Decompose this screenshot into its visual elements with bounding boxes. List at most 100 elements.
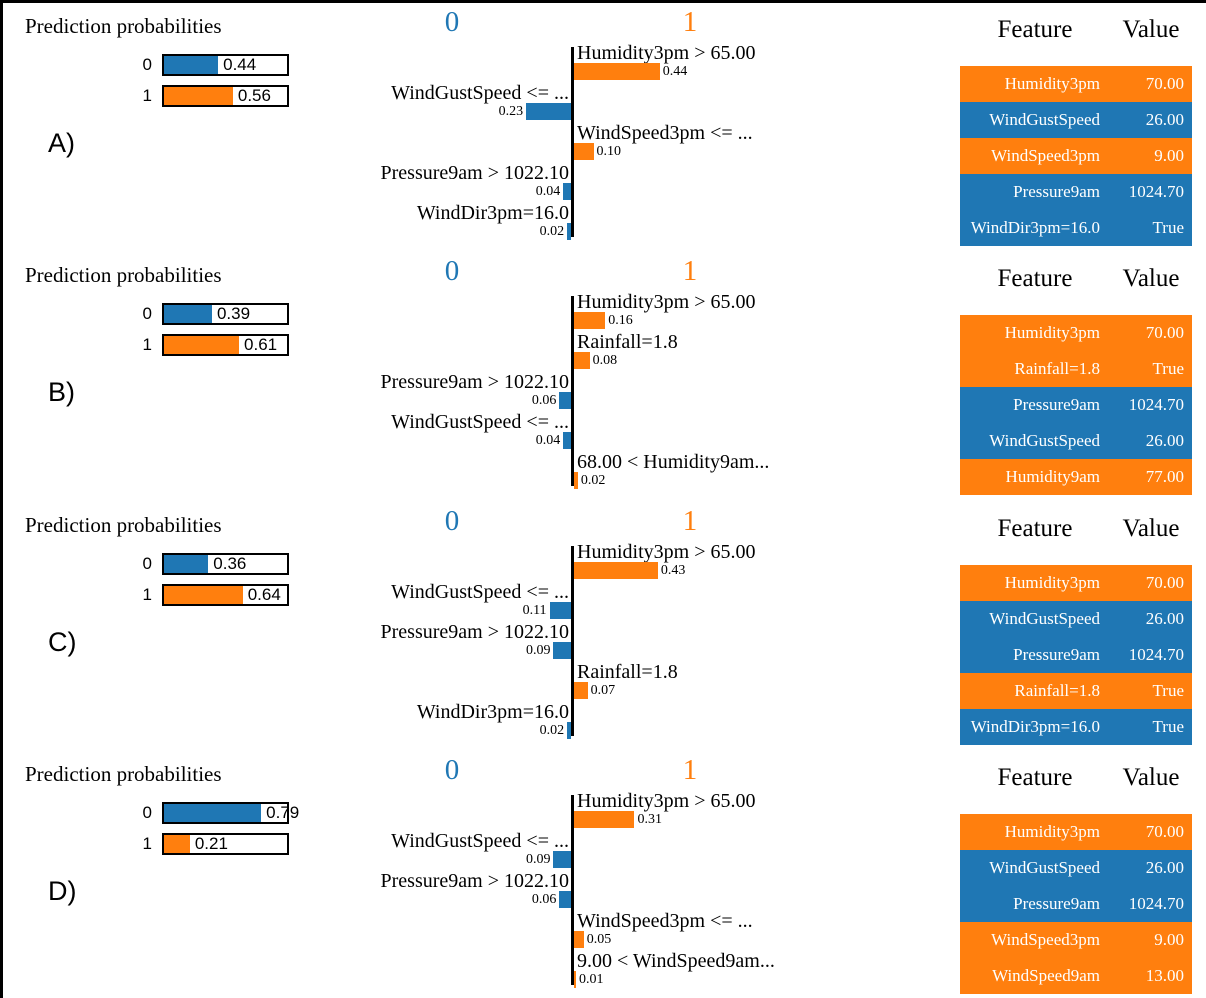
feature-rule-label: Pressure9am > 1022.10	[380, 162, 569, 184]
feature-rule-label: Humidity3pm > 65.00	[577, 541, 756, 563]
chart-row: WindGustSpeed <= ... 0.11	[390, 581, 810, 621]
class1-probability-bar: 0.21	[162, 833, 289, 855]
table-row: WindSpeed9am 13.00	[960, 958, 1192, 994]
class0-label: 0	[142, 304, 152, 323]
class0-label: 0	[142, 803, 152, 822]
feature-rule-label: WindGustSpeed <= ...	[391, 82, 569, 104]
class1-probability-value: 0.64	[247, 585, 281, 604]
feature-value-table: Humidity3pm 70.00 Rainfall=1.8 True Pres…	[960, 315, 1192, 495]
table-feature-value: True	[1152, 218, 1185, 237]
contribution-bar	[574, 143, 594, 160]
panel-letter: A)	[48, 128, 75, 158]
contribution-bar-group: 0.16	[574, 312, 636, 329]
contribution-bar	[549, 602, 571, 619]
chart-rows: Humidity3pm > 65.00 0.31 WindGustSpeed <…	[381, 790, 810, 990]
class0-probability-fill	[164, 305, 212, 323]
chart-row: Pressure9am > 1022.10 0.09	[381, 621, 810, 661]
table-feature-value: True	[1152, 359, 1185, 378]
contribution-value: 0.23	[498, 103, 524, 119]
table-feature-name: Humidity3pm	[1004, 323, 1100, 342]
value-column-header: Value	[1122, 265, 1180, 292]
feature-rule-label: WindGustSpeed <= ...	[391, 830, 569, 852]
chart-axis-line	[571, 795, 574, 985]
table-feature-name: WindGustSpeed	[989, 431, 1100, 450]
contribution-bar-group: 0.07	[574, 682, 618, 699]
panel-letter: B)	[48, 377, 75, 407]
feature-rule-label: WindSpeed3pm <= ...	[577, 910, 753, 932]
contribution-bar-group: 0.31	[574, 811, 665, 828]
panel-c: Prediction probabilities 0 0.36 1 0.64 C…	[0, 501, 1206, 748]
table-feature-name: Humidity3pm	[1004, 74, 1100, 93]
table-row: Humidity3pm 70.00	[960, 814, 1192, 850]
class0-probability-bar: 0.44	[162, 54, 289, 76]
feature-column-header: Feature	[997, 515, 1073, 542]
table-feature-name: WindGustSpeed	[989, 858, 1100, 877]
contribution-bar	[574, 63, 660, 80]
prediction-probabilities-bars: 0 0.44 1 0.56	[138, 54, 289, 116]
table-row: WindDir3pm=16.0 True	[960, 210, 1192, 246]
class1-column-header: 1	[682, 754, 698, 786]
table-feature-name: WindSpeed9am	[992, 966, 1100, 985]
contribution-bar-group: 0.11	[520, 602, 571, 619]
contribution-value: 0.11	[522, 602, 547, 618]
contribution-value: 0.04	[535, 183, 561, 199]
table-feature-value: 26.00	[1145, 858, 1184, 877]
contribution-value: 0.09	[525, 851, 551, 867]
class0-probability-value: 0.39	[216, 304, 251, 323]
feature-rule-label: Rainfall=1.8	[577, 331, 678, 353]
contribution-bar	[567, 223, 571, 240]
class1-probability-fill	[164, 87, 233, 105]
class0-probability-value: 0.44	[223, 55, 257, 74]
table-feature-value: 9.00	[1154, 930, 1184, 949]
feature-value-table: Humidity3pm 70.00 WindGustSpeed 26.00 Wi…	[960, 66, 1192, 246]
class1-probability-bar: 0.56	[162, 85, 289, 107]
contribution-bar	[574, 352, 590, 369]
chart-row: 9.00 < WindSpeed9am... 0.01	[390, 950, 810, 990]
feature-rule-label: Humidity3pm > 65.00	[577, 42, 756, 64]
contribution-bar	[574, 811, 635, 828]
contribution-bar	[553, 851, 571, 868]
feature-column-header: Feature	[997, 265, 1073, 292]
class1-column-header: 1	[682, 255, 698, 287]
probability-row-class1: 1 0.61	[138, 334, 289, 356]
table-row: Humidity3pm 70.00	[960, 315, 1192, 351]
table-feature-value: 70.00	[1145, 74, 1184, 93]
feature-value-table: Humidity3pm 70.00 WindGustSpeed 26.00 Pr…	[960, 814, 1192, 994]
class1-label: 1	[142, 834, 152, 853]
contribution-value: 0.01	[578, 971, 604, 987]
figure-border-top	[0, 0, 1206, 3]
table-feature-name: Pressure9am	[1013, 894, 1100, 913]
contribution-value: 0.44	[662, 63, 688, 79]
contribution-bar-group: 0.01	[574, 971, 606, 988]
table-feature-name: WindSpeed3pm	[991, 146, 1100, 165]
class1-probability-value: 0.56	[237, 86, 271, 105]
class0-column-header: 0	[444, 255, 460, 287]
probability-row-class0: 0 0.44	[138, 54, 289, 76]
class1-probability-fill	[164, 586, 243, 604]
table-feature-value: 70.00	[1145, 822, 1184, 841]
probability-row-class1: 1 0.64	[138, 584, 289, 606]
table-row: Rainfall=1.8 True	[960, 673, 1192, 709]
value-column-header: Value	[1122, 16, 1180, 43]
feature-contribution-chart: 0 1 Humidity3pm > 65.00 0.43 WindGustSpe…	[381, 501, 810, 748]
contribution-bar	[563, 432, 571, 449]
feature-rule-label: Humidity3pm > 65.00	[577, 790, 756, 812]
contribution-bar	[574, 682, 588, 699]
prediction-probabilities-title: Prediction probabilities	[25, 263, 222, 287]
prediction-probabilities-bars: 0 0.39 1 0.61	[138, 303, 289, 365]
contribution-bar-group: 0.44	[574, 63, 690, 80]
table-feature-name: WindSpeed3pm	[991, 930, 1100, 949]
contribution-bar	[574, 971, 576, 988]
contribution-bar-group: 0.43	[574, 562, 688, 579]
contribution-bar	[559, 891, 571, 908]
prediction-probabilities-bars: 0 0.79 1 0.21	[138, 802, 299, 864]
table-feature-value: 26.00	[1145, 609, 1184, 628]
table-feature-name: Pressure9am	[1013, 182, 1100, 201]
panel-a: Prediction probabilities 0 0.44 1 0.56 A…	[0, 2, 1206, 249]
table-feature-name: Rainfall=1.8	[1014, 681, 1100, 700]
class0-column-header: 0	[444, 6, 460, 38]
table-feature-value: 70.00	[1145, 323, 1184, 342]
feature-column-header: Feature	[997, 764, 1073, 791]
contribution-value: 0.10	[596, 143, 622, 159]
table-row: WindSpeed3pm 9.00	[960, 922, 1192, 958]
